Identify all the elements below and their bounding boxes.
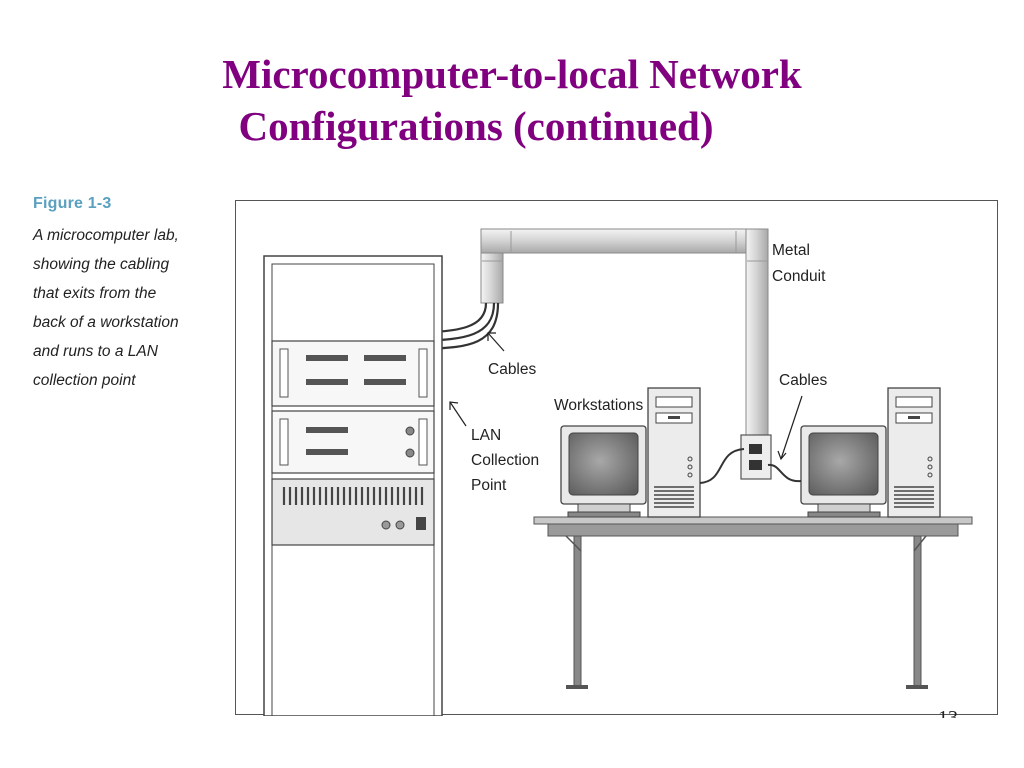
wall-jack	[740, 434, 772, 480]
slide-title: Microcomputer-to-local Network Configura…	[0, 48, 1024, 152]
lan-collection-rack	[263, 255, 443, 716]
metal-conduit-label-1: Metal	[772, 242, 810, 259]
cables-rack-label: Cables	[488, 361, 536, 378]
workstation-table	[533, 516, 973, 689]
network-lab-diagram: Metal Conduit Cables Cables Workstations…	[263, 228, 973, 716]
workstation-cables	[699, 448, 802, 484]
workstation-2	[800, 387, 941, 518]
metal-conduit-label-2: Conduit	[772, 268, 826, 285]
pointer-lines	[449, 332, 803, 461]
lan-label-1: LAN	[471, 427, 501, 444]
figure-caption-text: A microcomputer lab, showing the cabling…	[33, 227, 179, 389]
lan-label-3: Point	[471, 477, 507, 494]
workstations-label: Workstations	[554, 397, 644, 414]
figure-caption: Figure 1-3 A microcomputer lab, showing …	[33, 195, 233, 395]
network-lab-figure: Metal Conduit Cables Cables Workstations…	[235, 200, 998, 716]
workstation-1	[560, 387, 701, 518]
slide-title-line-2: Configurations (continued)	[238, 103, 714, 149]
page-number: 13	[938, 707, 958, 718]
slide-title-line-1: Microcomputer-to-local Network	[222, 51, 802, 97]
cables-workstations-label: Cables	[779, 372, 827, 389]
figure-label: Figure 1-3	[33, 195, 112, 212]
metal-conduit	[480, 228, 769, 436]
lan-label-2: Collection	[471, 452, 539, 469]
